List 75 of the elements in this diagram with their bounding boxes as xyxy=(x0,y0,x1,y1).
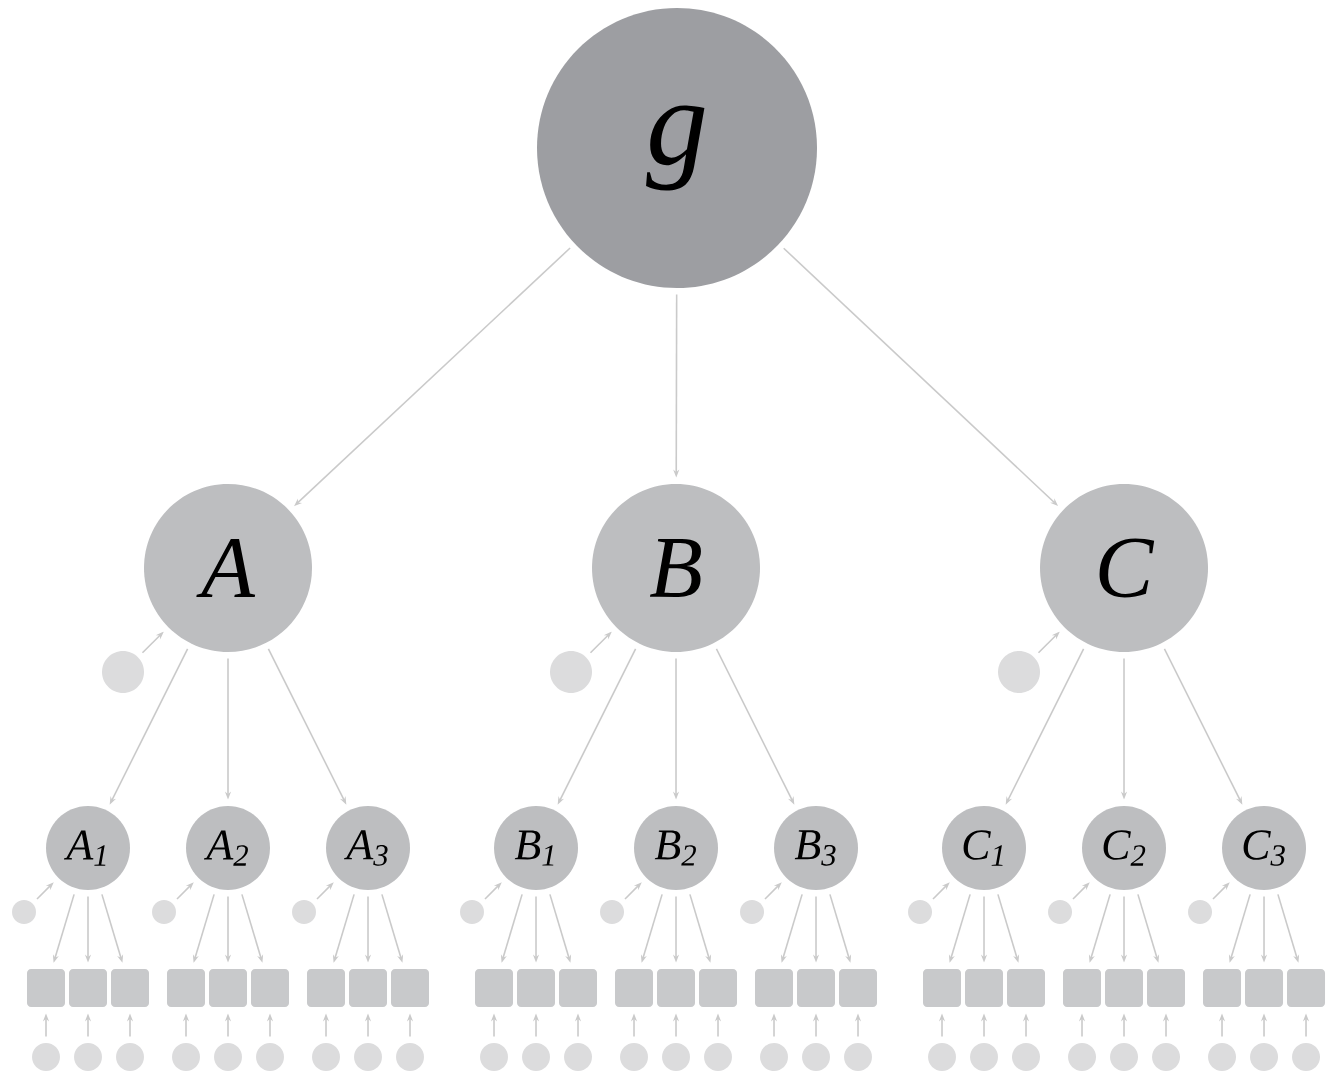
error-circle xyxy=(214,1043,242,1071)
indicator-square xyxy=(111,969,149,1007)
residual-circle xyxy=(1048,900,1072,924)
indicator-square xyxy=(797,969,835,1007)
error-circle xyxy=(480,1043,508,1071)
indicator-square xyxy=(1147,969,1185,1007)
error-circle xyxy=(1012,1043,1040,1071)
error-circle xyxy=(74,1043,102,1071)
error-circle xyxy=(1292,1043,1320,1071)
indicator-square xyxy=(559,969,597,1007)
indicator-square xyxy=(965,969,1003,1007)
indicator-square xyxy=(1245,969,1283,1007)
error-circle xyxy=(1068,1043,1096,1071)
error-circle xyxy=(662,1043,690,1071)
error-circle xyxy=(172,1043,200,1071)
error-circle xyxy=(844,1043,872,1071)
indicator-square xyxy=(1287,969,1325,1007)
error-circle xyxy=(802,1043,830,1071)
residual-circle xyxy=(460,900,484,924)
indicator-square xyxy=(307,969,345,1007)
residual-circle xyxy=(600,900,624,924)
residual-circle xyxy=(1188,900,1212,924)
indicator-square xyxy=(209,969,247,1007)
error-circle xyxy=(970,1043,998,1071)
arrow xyxy=(764,882,782,900)
error-circle xyxy=(564,1043,592,1071)
residual-circle xyxy=(102,651,144,693)
arrow xyxy=(1212,882,1230,900)
residual-circle xyxy=(152,900,176,924)
error-circle xyxy=(1250,1043,1278,1071)
indicator-square xyxy=(923,969,961,1007)
indicator-square xyxy=(1105,969,1143,1007)
residual-circle xyxy=(292,900,316,924)
indicator-square xyxy=(349,969,387,1007)
residual-circle xyxy=(12,900,36,924)
indicator-square xyxy=(251,969,289,1007)
error-circle xyxy=(396,1043,424,1071)
indicator-square xyxy=(391,969,429,1007)
error-circle xyxy=(760,1043,788,1071)
error-circle xyxy=(32,1043,60,1071)
error-circle xyxy=(1110,1043,1138,1071)
error-circle xyxy=(116,1043,144,1071)
error-circle xyxy=(312,1043,340,1071)
error-circle xyxy=(1152,1043,1180,1071)
indicator-square xyxy=(657,969,695,1007)
indicator-square xyxy=(1063,969,1101,1007)
arrow xyxy=(36,882,54,900)
indicator-square xyxy=(699,969,737,1007)
indicator-square xyxy=(615,969,653,1007)
indicator-square xyxy=(475,969,513,1007)
arrow xyxy=(484,882,502,900)
indicator-square xyxy=(839,969,877,1007)
error-circle xyxy=(256,1043,284,1071)
indicator-square xyxy=(167,969,205,1007)
error-circle xyxy=(354,1043,382,1071)
residual-circle xyxy=(740,900,764,924)
error-circle xyxy=(704,1043,732,1071)
error-circle xyxy=(1208,1043,1236,1071)
residual-circle xyxy=(998,651,1040,693)
arrow xyxy=(316,882,334,900)
indicator-square xyxy=(69,969,107,1007)
indicator-square xyxy=(27,969,65,1007)
residual-circle xyxy=(550,651,592,693)
indicator-square xyxy=(1203,969,1241,1007)
arrow xyxy=(1072,882,1090,900)
arrow xyxy=(624,882,642,900)
arrow xyxy=(176,882,194,900)
indicator-square xyxy=(1007,969,1045,1007)
residual-circle xyxy=(908,900,932,924)
indicator-square xyxy=(517,969,555,1007)
arrow xyxy=(932,882,950,900)
error-circle xyxy=(620,1043,648,1071)
error-circle xyxy=(522,1043,550,1071)
error-circle xyxy=(928,1043,956,1071)
indicator-square xyxy=(755,969,793,1007)
